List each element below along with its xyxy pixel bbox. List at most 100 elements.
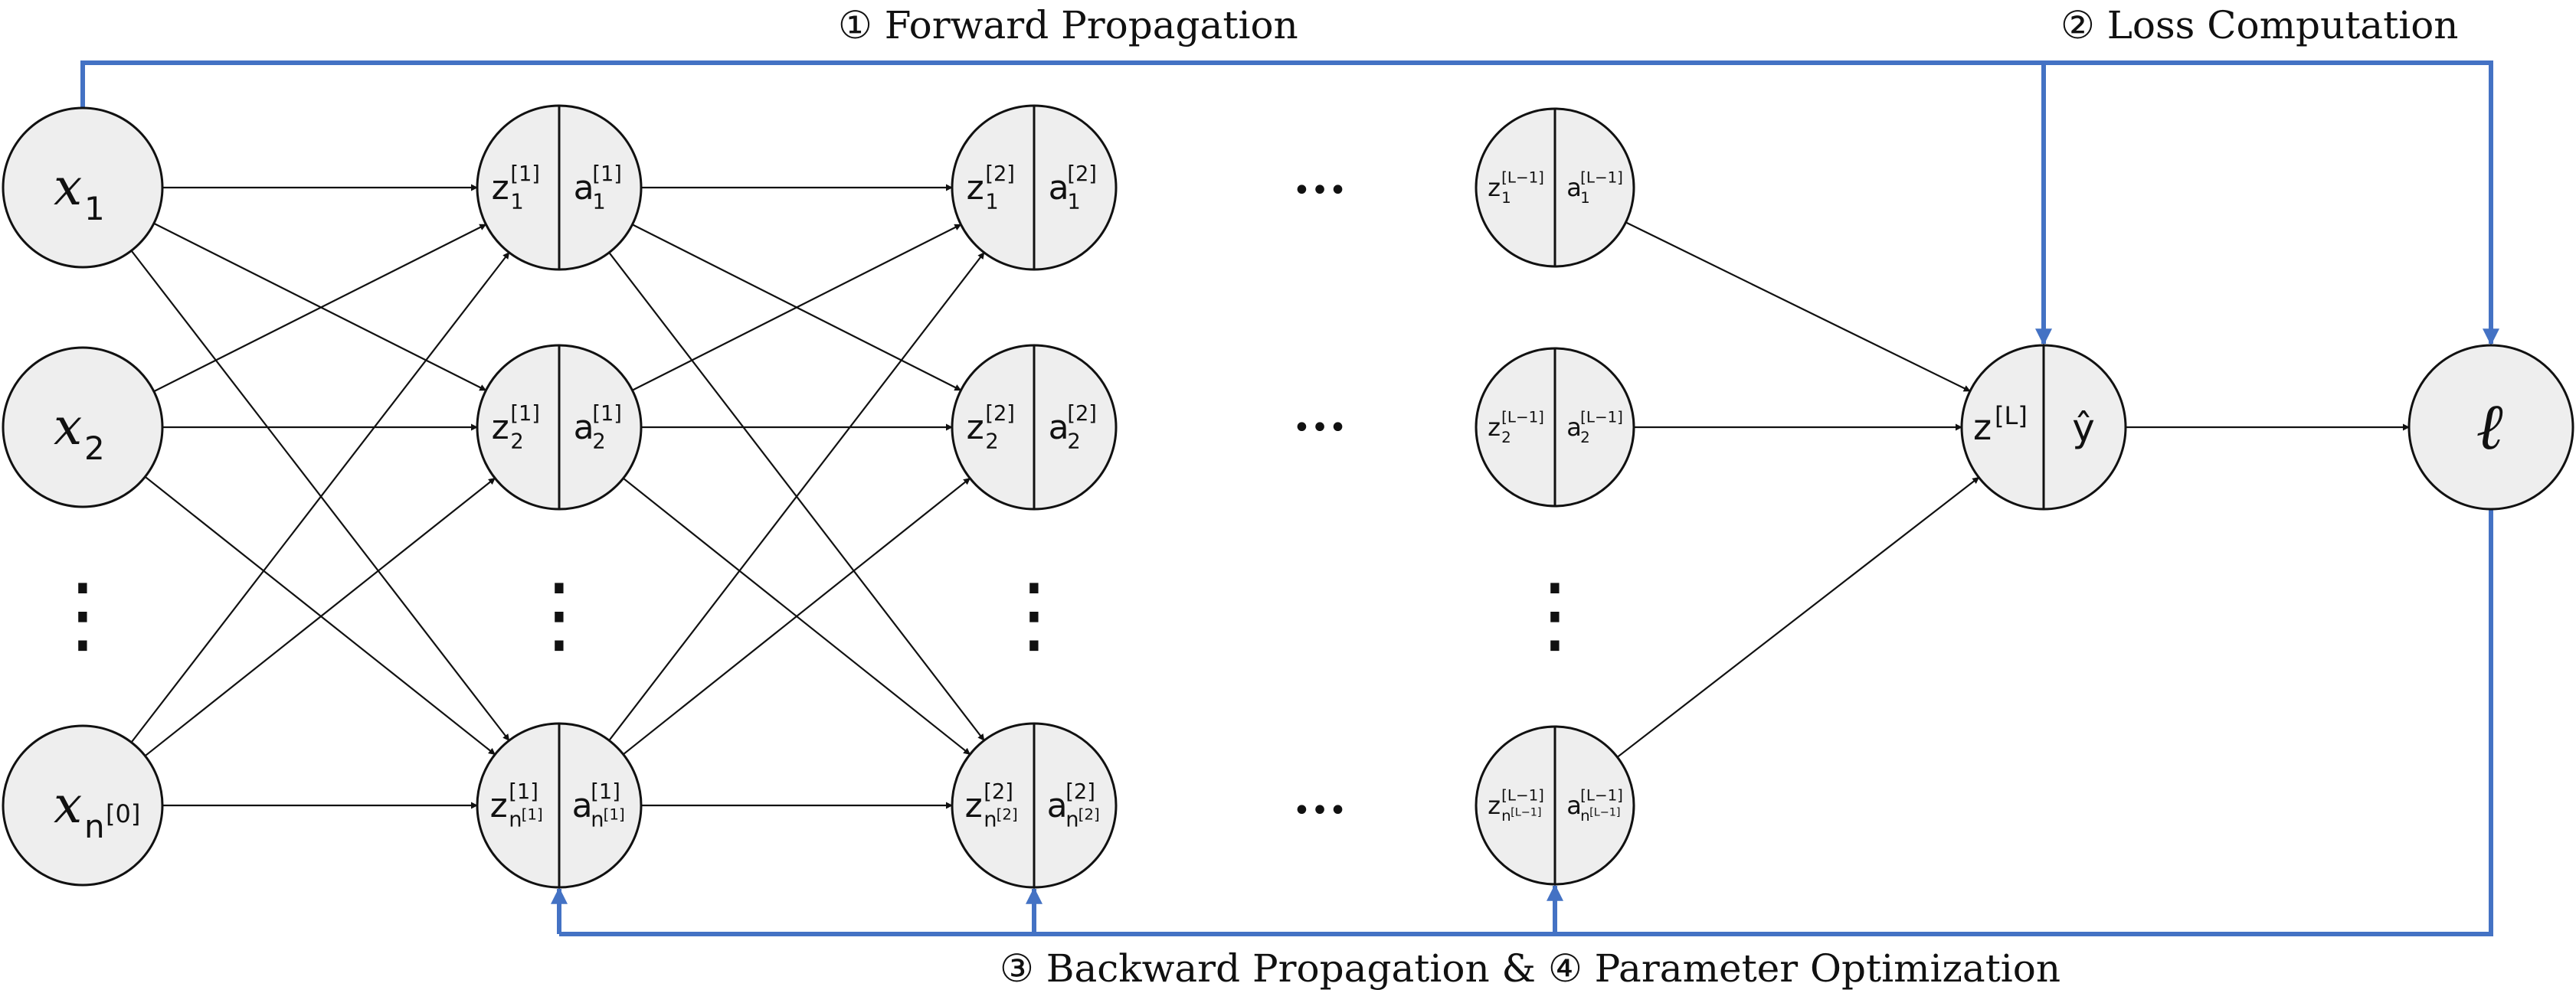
svg-text:a: a [1047, 786, 1068, 825]
svg-text:1: 1 [84, 190, 105, 227]
svg-text:z: z [1973, 407, 1992, 448]
svg-text:[L−1]: [L−1] [1511, 806, 1541, 818]
svg-text:[1]: [1] [591, 780, 620, 804]
loss-node: ℓ [2407, 344, 2574, 511]
svg-text:[L−1]: [L−1] [1501, 169, 1544, 187]
svg-text:2: 2 [985, 430, 998, 453]
svg-text:[2]: [2] [984, 780, 1013, 804]
l1-node-1-a-label: a1[1] [574, 162, 622, 214]
svg-text:z: z [492, 168, 509, 207]
svg-text:2: 2 [510, 430, 523, 453]
svg-text:z: z [490, 786, 508, 825]
svg-text:a: a [1049, 168, 1069, 207]
svg-text:z: z [1488, 413, 1501, 442]
lL1-node-1-a-label: a1 [L−1] [1566, 169, 1623, 207]
svg-text:[L−1]: [L−1] [1580, 169, 1623, 187]
svg-text:[1]: [1] [604, 805, 625, 823]
lL1-node-2-a-label: a2[L−1] [1566, 409, 1623, 446]
ellipsis-row-n: ••• [1293, 793, 1347, 828]
svg-text:n: n [1501, 807, 1511, 825]
connection-input-to-l1-1-2 [153, 222, 487, 391]
svg-text:a: a [1566, 413, 1582, 442]
svg-text:z: z [492, 408, 509, 447]
connection-input-to-l1-3-1 [130, 252, 510, 743]
caption-loss-computation: ② Loss Computation [2060, 3, 2459, 47]
svg-text:[1]: [1] [510, 162, 540, 186]
svg-text:[1]: [1] [592, 162, 622, 186]
svg-text:a: a [1566, 173, 1582, 202]
svg-text:n: n [984, 808, 997, 831]
svg-text:2: 2 [1501, 429, 1511, 446]
ellipsis-layer2-col: ⋮ [992, 565, 1076, 663]
svg-text:n: n [509, 808, 522, 831]
svg-text:1: 1 [985, 190, 998, 214]
svg-text:[0]: [0] [106, 799, 140, 828]
l1-node-3-a-label: an[1][1] [572, 780, 625, 831]
connection-input-to-l1-2-3 [144, 475, 496, 756]
svg-text:z: z [1488, 173, 1501, 202]
svg-text:[1]: [1] [510, 402, 540, 426]
svg-text:n: n [591, 808, 604, 831]
caption-forward-propagation: ① Forward Propagation [838, 3, 1298, 47]
svg-text:1: 1 [510, 190, 523, 214]
connection-input-to-l1-1-3 [130, 250, 510, 741]
svg-text:z: z [967, 168, 984, 207]
connection-l1-to-l2-3-1 [608, 252, 985, 741]
svg-text:n: n [84, 808, 105, 845]
svg-text:z: z [965, 786, 983, 825]
connection-lL1-to-output-1 [1625, 221, 1971, 392]
ellipsis-layerL1-col: ⋮ [1513, 565, 1597, 663]
svg-text:x: x [54, 158, 82, 217]
ellipsis-layer1-col: ⋮ [517, 565, 601, 663]
svg-text:[1]: [1] [509, 780, 538, 804]
output-node: z[L] ŷ [1960, 344, 2127, 511]
ellipsis-row-2: ••• [1293, 410, 1347, 446]
svg-text:[2]: [2] [1067, 162, 1097, 186]
svg-text:a: a [1566, 791, 1582, 820]
svg-text:a: a [572, 786, 593, 825]
output-node-z-label: z[L] [1973, 401, 2028, 448]
connection-input-to-l1-3-2 [144, 477, 496, 757]
svg-text:z: z [967, 408, 984, 447]
svg-text:1: 1 [1501, 189, 1511, 207]
svg-text:2: 2 [1580, 429, 1590, 446]
connection-l1-to-l2-3-2 [622, 477, 971, 756]
l2-node-2-a-label: a2[2] [1049, 402, 1097, 453]
svg-text:[2]: [2] [985, 402, 1015, 426]
loss-symbol: ℓ [2477, 388, 2505, 464]
svg-text:a: a [1049, 408, 1069, 447]
svg-text:[L−1]: [L−1] [1589, 806, 1620, 818]
svg-text:1: 1 [592, 190, 605, 214]
svg-text:x: x [54, 776, 82, 835]
connection-l1-to-l2-2-1 [632, 224, 962, 391]
l2-node-3-a-label: an[2][2] [1047, 780, 1100, 831]
svg-text:1: 1 [1580, 189, 1590, 207]
svg-text:[2]: [2] [997, 805, 1018, 823]
svg-text:[L]: [L] [1995, 401, 2028, 430]
output-node-yhat-label: ŷ [2072, 406, 2095, 450]
process-flow-arrows [80, 60, 2499, 936]
svg-text:z: z [1488, 791, 1501, 820]
